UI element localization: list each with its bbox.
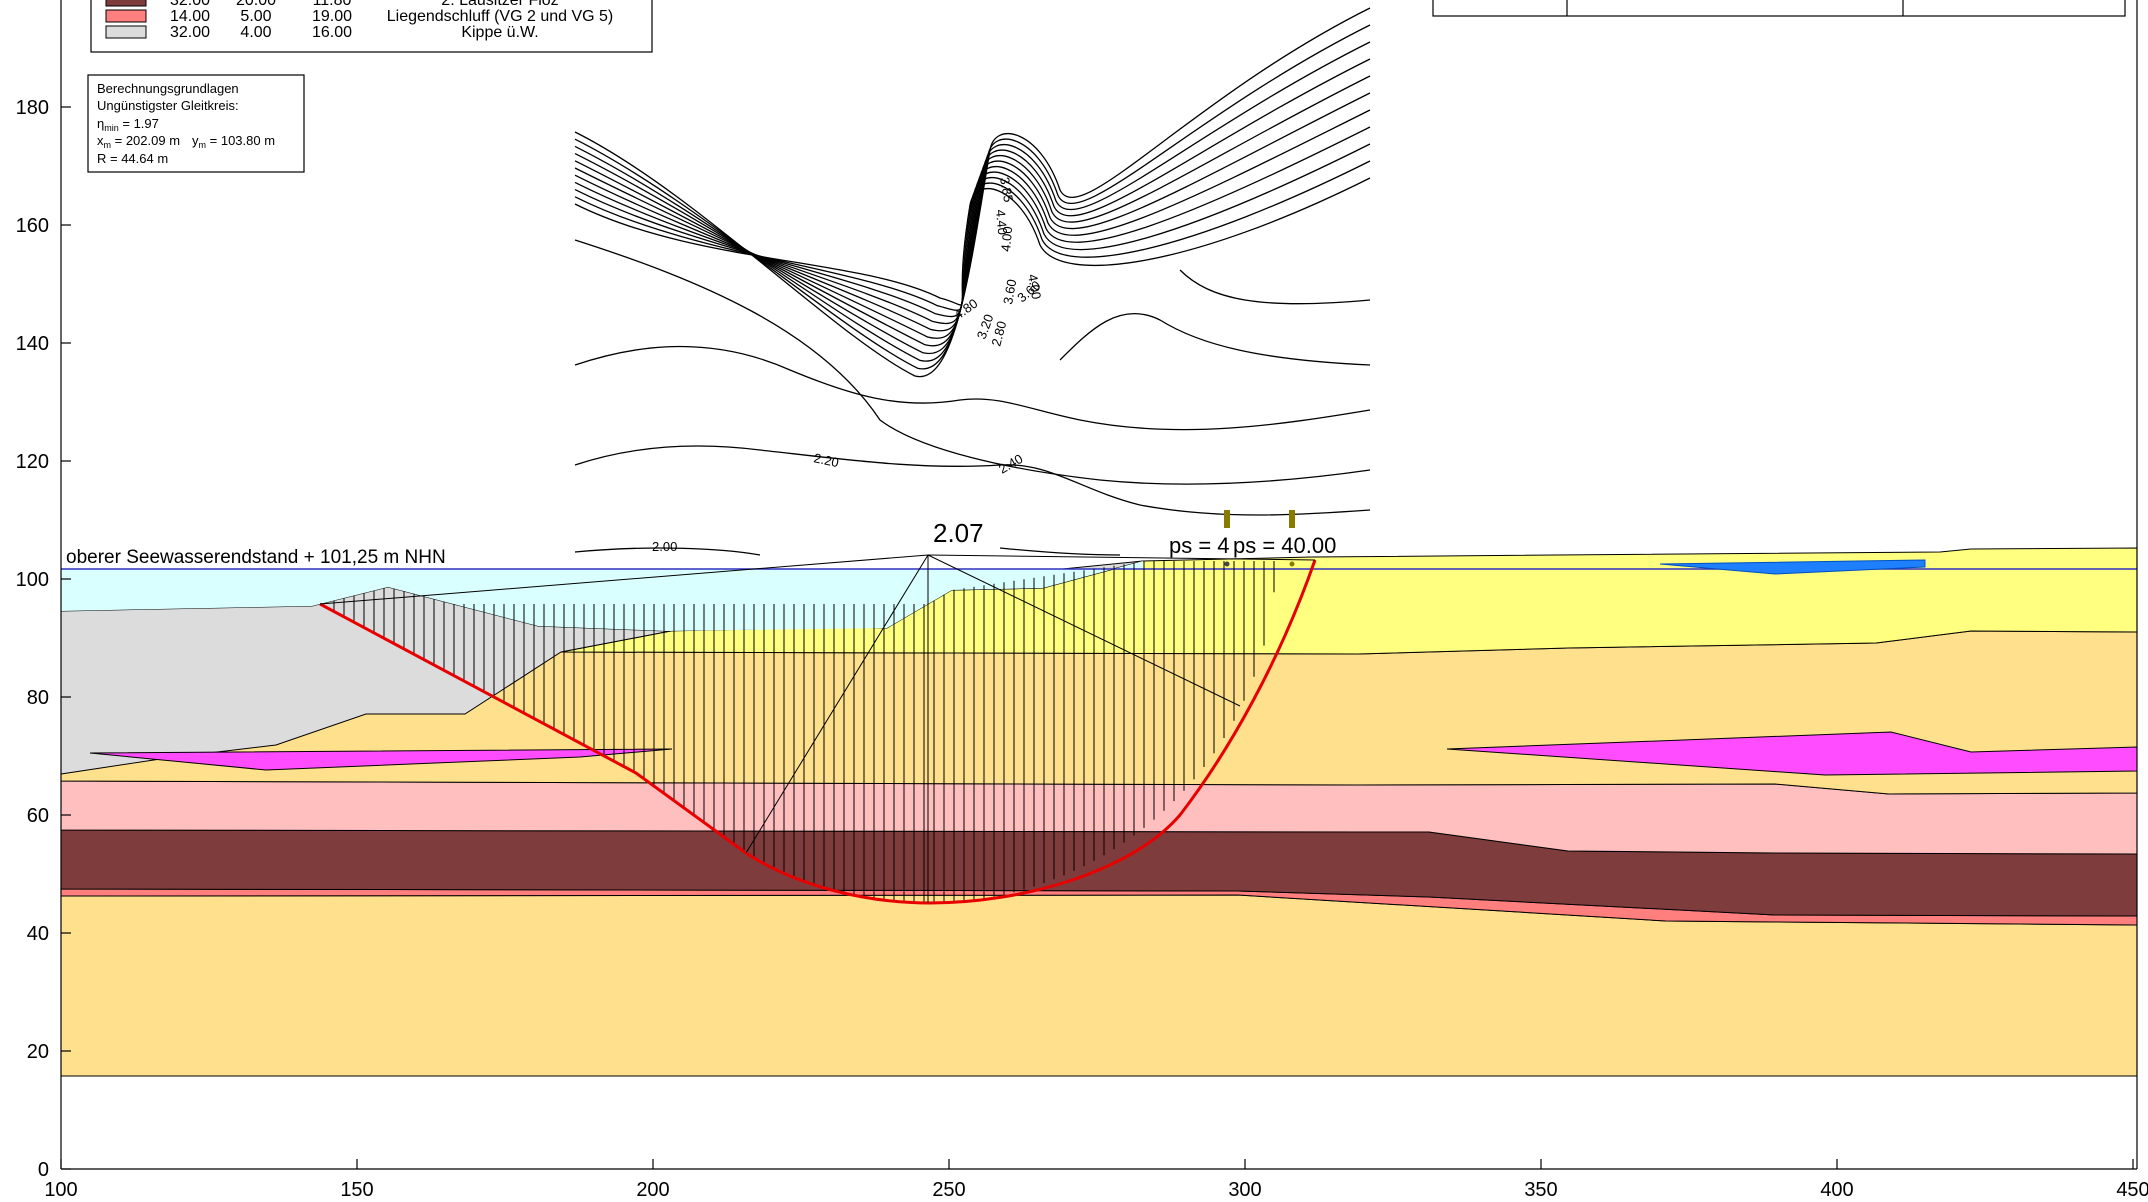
contour-label: 3.60 (1000, 278, 1019, 306)
x-tick-label: 350 (1524, 1179, 1557, 1201)
contour-line (1179, 269, 1371, 305)
load-post (1289, 510, 1295, 528)
contour-line (574, 58, 1371, 355)
safety-factor-label: 2.07 (933, 518, 984, 548)
contour-label: 4.40 (993, 209, 1010, 236)
legend-layer-name: Kippe ü.W. (461, 24, 538, 41)
contour-line (574, 177, 1371, 306)
load-dot (1289, 561, 1295, 567)
legend-value: 4.00 (240, 24, 271, 41)
calc-title: Berechnungsgrundlagen (97, 81, 239, 96)
legend-swatch (105, 9, 147, 23)
water-table (61, 559, 2137, 575)
contour-line (574, 7, 1371, 378)
sliding-body-hatching (333, 561, 1275, 903)
soil-layers (60, 547, 2138, 1077)
y-tick-label: 60 (27, 805, 49, 827)
contour-label: 2.40 (996, 451, 1025, 477)
safety-factor-contours (574, 7, 1371, 556)
contour-line (999, 547, 1121, 556)
legend-value: 32.00 (170, 0, 210, 9)
contour-label: 4.00 (998, 226, 1015, 253)
x-tick-label: 200 (636, 1179, 669, 1201)
y-tick-label: 0 (38, 1159, 49, 1181)
legend: 32.00 20.00 11.80 2. Lausitzer Flöz 14.00 5.0… (90, 0, 653, 53)
legend-swatch (105, 0, 147, 7)
contour-label: 4.00 (1025, 273, 1044, 301)
legend-value: 5.00 (240, 8, 271, 25)
y-tick-label: 140 (16, 333, 49, 355)
legend-value: 19.00 (312, 8, 352, 25)
slip-circle (319, 559, 1317, 905)
y-tick-label: 80 (27, 687, 49, 709)
calc-subtitle: Ungünstigster Gleitkreis: (97, 98, 239, 113)
y-tick-label: 180 (16, 97, 49, 119)
legend-value: 14.00 (170, 8, 210, 25)
x-tick-label: 100 (44, 1179, 77, 1201)
title-block-fragment (1432, 0, 2126, 17)
contour-line (574, 92, 1371, 339)
contour-label: 2.00 (652, 539, 677, 554)
load-post (1224, 510, 1230, 528)
calculation-box: Berechnungsgrundlagen Ungünstigster Glei… (87, 74, 305, 173)
legend-layer-name: Liegendschluff (VG 2 und VG 5) (387, 8, 614, 25)
legend-swatch (105, 25, 147, 39)
contour-line (1059, 312, 1371, 366)
x-axis-ticks: 100 150 200 250 300 350 400 450 (44, 1159, 2148, 1201)
eta-min-line: ηmin = 1.97 (97, 116, 159, 133)
factor-label-bg (928, 517, 990, 547)
load-dot (1224, 561, 1230, 567)
magenta-lens-left (89, 748, 673, 771)
contour-line (574, 547, 761, 556)
water-level-label: oberer Seewasserendstand + 101,25 m NHN (66, 547, 446, 568)
contour-line (574, 445, 1371, 516)
legend-layer-name: 2. Lausitzer Flöz (441, 0, 558, 9)
contour-line (574, 109, 1371, 332)
y-tick-label: 100 (16, 569, 49, 591)
radius-lines (319, 554, 1316, 903)
y-tick-label: 160 (16, 215, 49, 237)
x-tick-label: 400 (1820, 1179, 1853, 1201)
contour-line (574, 345, 1371, 431)
contour-line (574, 75, 1371, 347)
water-body (61, 561, 1143, 631)
legend-value: 32.00 (170, 24, 210, 41)
contour-label: 4.80 (951, 296, 980, 323)
radius-line: R = 44.64 m (97, 151, 168, 166)
y-tick-label: 20 (27, 1041, 49, 1063)
y-tick-label: 120 (16, 451, 49, 473)
x-tick-label: 150 (340, 1179, 373, 1201)
y-tick-label: 40 (27, 923, 49, 945)
load-label-bg (1166, 530, 1356, 556)
contour-label: 2.20 (812, 450, 840, 470)
x-tick-label: 300 (1228, 1179, 1261, 1201)
axes (60, 0, 2138, 1170)
x-tick-label: 450 (2116, 1179, 2148, 1201)
legend-value: 16.00 (312, 24, 352, 41)
y-axis-ticks: 0 20 40 60 80 100 120 140 160 180 (16, 97, 71, 1181)
contour-line (574, 24, 1371, 370)
contour-line (574, 239, 1371, 485)
contour-labels: 2.00 2.20 2.40 4.80 3.20 2.80 3.60 4.00 … (652, 176, 1044, 554)
load-label-1: ps = 4 (1169, 533, 1230, 558)
contour-label: 2.80 (988, 319, 1009, 347)
blue-marker (1659, 559, 1926, 575)
legend-value: 20.00 (236, 0, 276, 9)
load-markers: 2.07 ps = 4 ps = 40.00 (928, 510, 1356, 567)
contour-label: 3.85 (997, 176, 1016, 204)
contour-line (574, 41, 1371, 362)
x-tick-label: 250 (932, 1179, 965, 1201)
legend-value: 11.80 (313, 0, 352, 9)
load-label-2: ps = 40.00 (1233, 533, 1336, 558)
